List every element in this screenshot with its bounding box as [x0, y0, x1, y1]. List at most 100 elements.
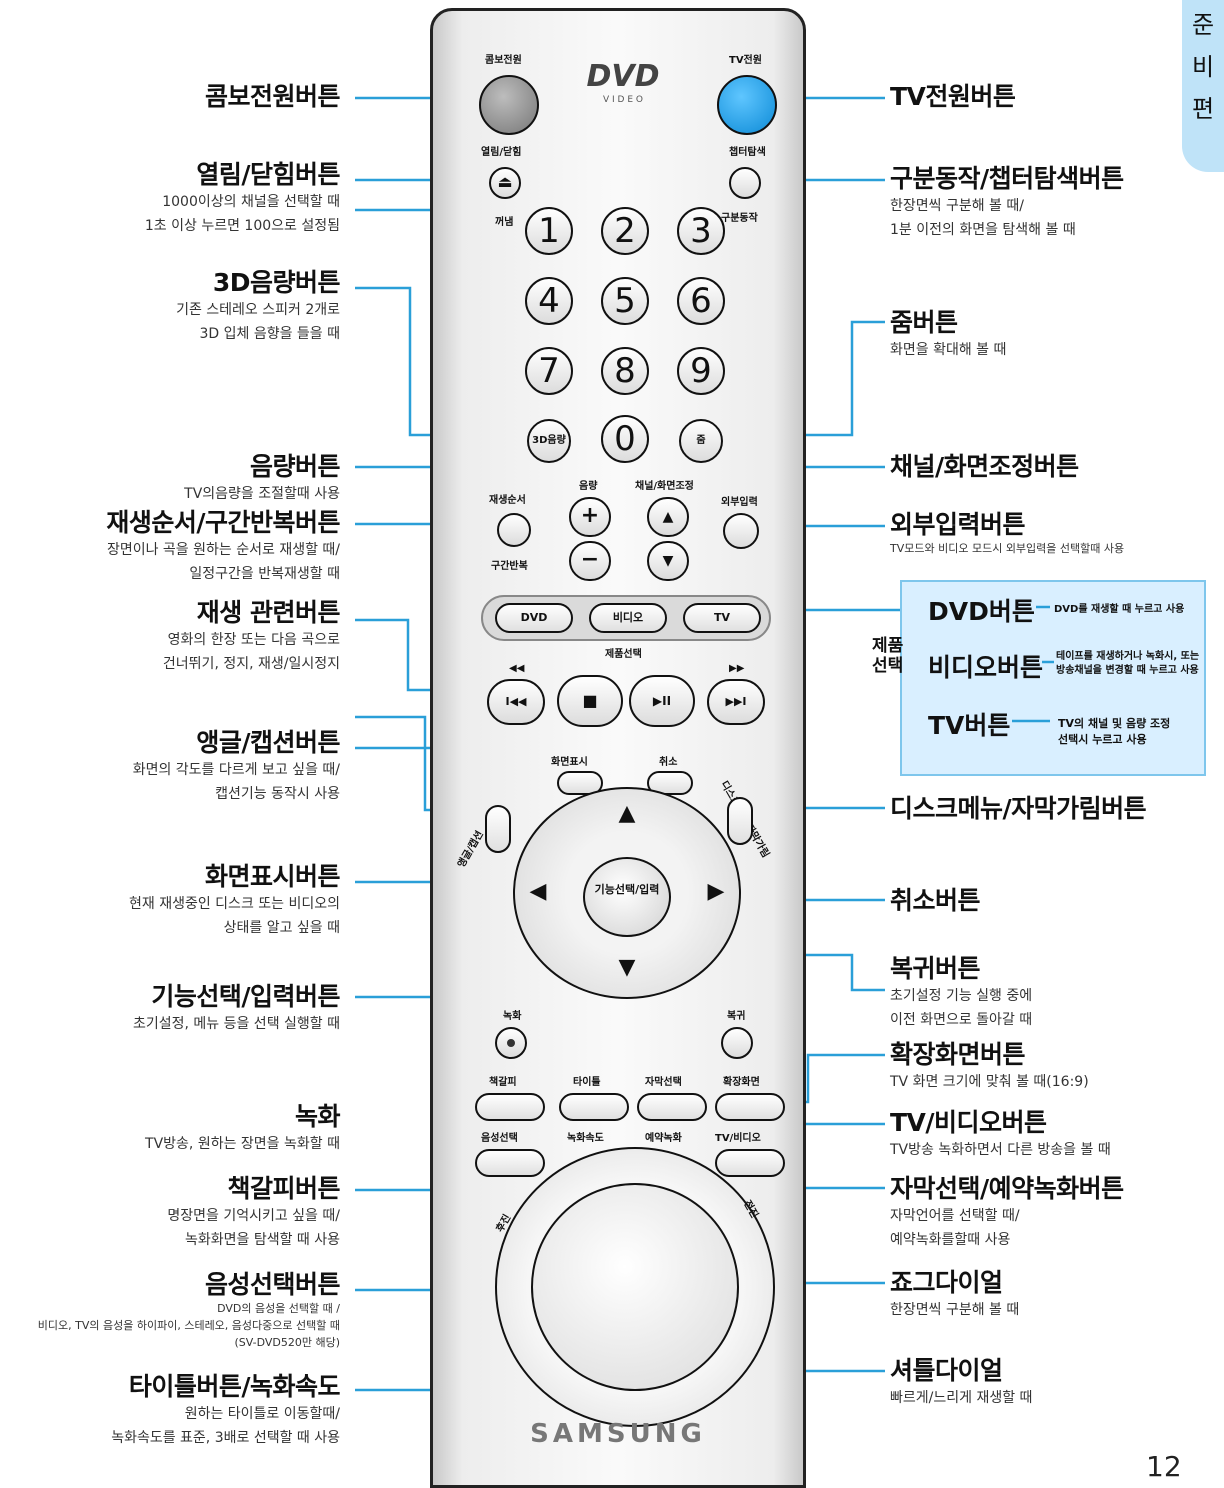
volume-up-button[interactable]: + — [569, 497, 611, 537]
audio-button[interactable] — [475, 1149, 545, 1177]
wide-button[interactable] — [715, 1093, 785, 1121]
disc-menu-button[interactable] — [727, 797, 753, 845]
input-label: 외부입력 — [721, 497, 758, 508]
number-button-8[interactable]: 8 — [601, 347, 649, 395]
tv-select-button[interactable]: TV — [683, 603, 761, 633]
volume-down-button[interactable]: − — [569, 541, 611, 581]
timer-label: 예약녹화 — [645, 1133, 682, 1144]
return-button[interactable] — [721, 1027, 753, 1059]
label-subtitle-desc1: 자막언어를 선택할 때/ — [890, 1208, 1020, 1224]
label-return-title: 복귀버튼 — [890, 954, 981, 983]
dvd-logo: DVD — [586, 59, 660, 94]
nav-up-button[interactable]: ▲ — [618, 801, 636, 826]
bookmark-button[interactable] — [475, 1093, 545, 1121]
combo-power-button[interactable] — [479, 75, 539, 135]
repeat-top-label: 재생순서 — [489, 495, 526, 506]
video-select-button[interactable]: 비디오 — [589, 603, 667, 633]
off-label: 꺼냄 — [495, 217, 514, 228]
label-jog-desc1: 한장면씩 구분해 볼 때 — [890, 1302, 1020, 1318]
label-combo-power: 콤보전원버튼 — [204, 82, 341, 112]
label-display-title: 화면표시버튼 — [204, 862, 341, 891]
label-open-close-desc2: 1초 이상 누르면 100으로 설정됨 — [144, 218, 340, 234]
label-video-select: 비디오버튼 — [928, 648, 1043, 684]
enter-button[interactable] — [583, 857, 671, 937]
label-playback-desc2: 건너뛰기, 정지, 재생/일시정지 — [162, 656, 340, 672]
label-video-select-title: 비디오버튼 — [928, 653, 1044, 682]
tv-power-button[interactable] — [717, 75, 777, 135]
chapter-button[interactable] — [729, 167, 761, 199]
nav-left-button[interactable]: ◀ — [529, 879, 547, 904]
label-display-desc2: 상태를 알고 싶을 때 — [223, 920, 340, 936]
subtitle-label: 자막선택 — [645, 1077, 682, 1088]
channel-down-button[interactable]: ▼ — [647, 541, 689, 581]
label-disc-menu-title: 디스크메뉴/자막가림버튼 — [890, 794, 1147, 823]
step-label: 구분동작 — [721, 213, 758, 224]
label-title-desc1: 원하는 타이틀로 이동할때/ — [184, 1406, 340, 1422]
cancel-label: 취소 — [659, 757, 678, 768]
number-button-4[interactable]: 4 — [525, 277, 573, 325]
eject-button[interactable]: ⏏ — [489, 167, 521, 199]
number-button-9[interactable]: 9 — [677, 347, 725, 395]
product-select-label: 제품선택 — [605, 649, 642, 660]
number-button-0[interactable]: 0 — [601, 415, 649, 463]
prev-button[interactable]: I◀◀ — [487, 679, 545, 725]
label-chapter-desc1: 한장면씩 구분해 볼 때/ — [890, 198, 1024, 214]
label-title-desc2: 녹화속도를 표준, 3배로 선택할 때 사용 — [111, 1430, 340, 1446]
number-button-2[interactable]: 2 — [601, 207, 649, 255]
channel-up-button[interactable]: ▲ — [647, 497, 689, 537]
label-open-close: 열림/닫힘버튼 1000이상의 채널을 선택할 때 1초 이상 누르면 100으로 … — [144, 160, 341, 238]
label-combo-power-title: 콤보전원버튼 — [204, 82, 341, 111]
label-tv-power: TV전원버튼 — [890, 82, 1016, 112]
label-record-desc1: TV방송, 원하는 장면을 녹화할 때 — [145, 1136, 340, 1152]
number-button-5[interactable]: 5 — [601, 277, 649, 325]
label-playback-desc1: 영화의 한장 또는 다음 곡으로 — [167, 632, 340, 648]
speed-label: 녹화속도 — [567, 1133, 604, 1144]
record-button[interactable] — [495, 1027, 527, 1059]
input-button[interactable] — [723, 513, 759, 549]
number-button-6[interactable]: 6 — [677, 277, 725, 325]
label-dvd-select-desc: DVD를 재생할 때 누르고 사용 — [1054, 604, 1185, 615]
label-angle-desc1: 화면의 각도를 다르게 보고 싶을 때/ — [132, 762, 340, 778]
label-open-close-title: 열림/닫힘버튼 — [196, 160, 340, 189]
audio3d-button[interactable]: 3D음량 — [527, 419, 571, 463]
angle-button[interactable] — [485, 805, 511, 853]
jog-dial[interactable] — [531, 1183, 739, 1391]
title-button[interactable] — [559, 1093, 629, 1121]
label-playback-title: 재생 관련버튼 — [196, 598, 341, 627]
label-return-desc2: 이전 화면으로 돌아갈 때 — [890, 1012, 1033, 1028]
next-button[interactable]: ▶▶I — [707, 679, 765, 725]
record-dot-icon — [507, 1039, 515, 1047]
label-open-close-desc1: 1000이상의 채널을 선택할 때 — [162, 194, 340, 210]
number-button-3[interactable]: 3 — [677, 207, 725, 255]
play-pause-button[interactable]: ▶II — [629, 675, 695, 727]
label-video-select-desc2: 방송채널을 변경할 때 누르고 사용 — [1056, 665, 1199, 676]
tv-video-button[interactable] — [715, 1149, 785, 1177]
channel-label: 채널/화면조정 — [635, 481, 694, 492]
number-button-1[interactable]: 1 — [525, 207, 573, 255]
dvd-select-button[interactable]: DVD — [495, 603, 573, 633]
number-button-7[interactable]: 7 — [525, 347, 573, 395]
nav-right-button[interactable]: ▶ — [707, 879, 725, 904]
label-angle-title: 앵글/캡션버튼 — [196, 728, 340, 757]
label-shuttle-desc1: 빠르게/느리게 재생할 때 — [890, 1390, 1033, 1406]
label-zoom-desc1: 화면을 확대해 볼 때 — [890, 342, 1007, 358]
nav-down-button[interactable]: ▼ — [618, 955, 636, 980]
repeat-button[interactable] — [497, 513, 531, 547]
label-subtitle-title: 자막선택/예약녹화버튼 — [890, 1174, 1124, 1203]
open-close-label: 열림/닫힘 — [481, 147, 522, 158]
subtitle-button[interactable] — [637, 1093, 707, 1121]
record-label: 녹화 — [503, 1011, 522, 1022]
remote-control: 콤보전원 TV전원 DVD V I D E O 열림/닫힘 ⏏ 챕터탐색 꺼냄 … — [430, 8, 806, 1488]
stop-button[interactable]: ■ — [557, 675, 623, 727]
label-wide-desc1: TV 화면 크기에 맞춰 볼 때(16:9) — [890, 1074, 1089, 1090]
label-subtitle-desc2: 예약녹화를할때 사용 — [890, 1232, 1011, 1248]
zoom-button[interactable]: 줌 — [679, 419, 723, 463]
